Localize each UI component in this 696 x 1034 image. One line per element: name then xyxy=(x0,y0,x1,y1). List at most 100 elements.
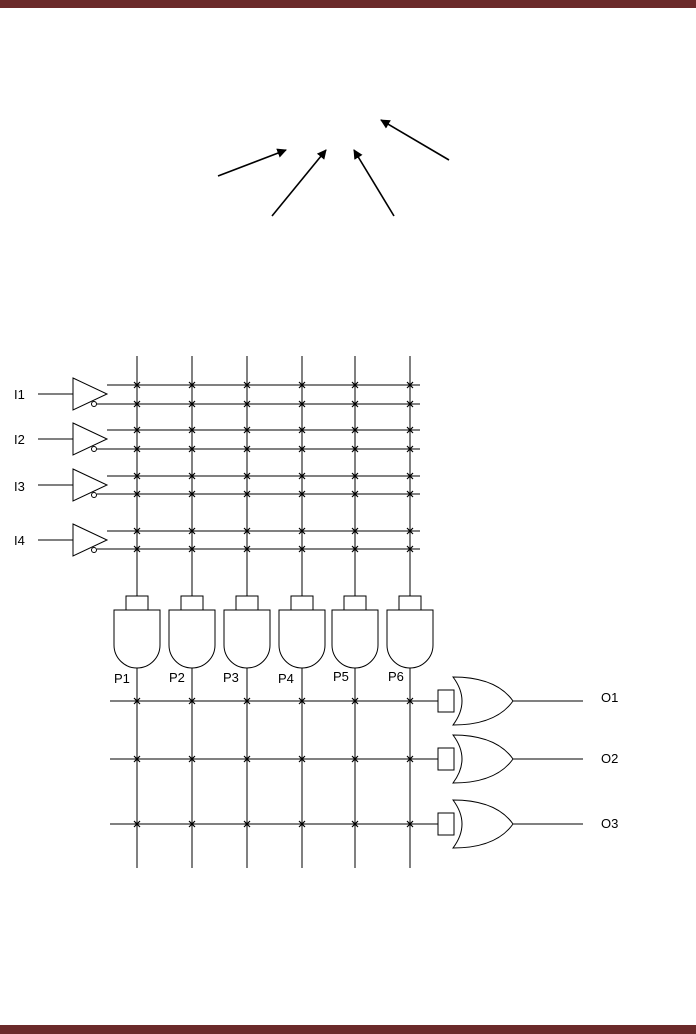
fuse-mark-o1-p6 xyxy=(406,697,414,705)
product-label-p5: P5 xyxy=(333,669,349,684)
fuse-mark-o3-p1 xyxy=(133,820,141,828)
and-gates xyxy=(113,595,434,669)
buffer-triangle-i3 xyxy=(72,468,109,502)
fuse-mark-i4n-p3 xyxy=(243,545,251,553)
fuse-mark-i1-p1 xyxy=(133,381,141,389)
input-labels: I1 I2 I3 I4 xyxy=(14,387,25,548)
fuse-mark-i2-p6 xyxy=(406,426,414,434)
fuse-mark-o1-p4 xyxy=(298,697,306,705)
product-label-p1: P1 xyxy=(114,671,130,686)
product-label-p4: P4 xyxy=(278,671,294,686)
arrow-3 xyxy=(353,149,395,217)
or-gate-o3 xyxy=(452,799,514,849)
and-input-box-p2 xyxy=(180,595,204,611)
fuse-mark-o3-p4 xyxy=(298,820,306,828)
annotation-arrows xyxy=(217,119,450,217)
fuse-mark-i3n-p3 xyxy=(243,490,251,498)
or-gates xyxy=(437,676,583,849)
fuse-mark-i1-p5 xyxy=(351,381,359,389)
fuse-mark-i1n-p2 xyxy=(188,400,196,408)
fuse-mark-i2-p3 xyxy=(243,426,251,434)
buffer-triangle-i1 xyxy=(72,377,109,411)
and-gate-p2 xyxy=(168,609,216,669)
fuse-mark-o3-p2 xyxy=(188,820,196,828)
fuse-mark-i4n-p2 xyxy=(188,545,196,553)
and-input-box-p3 xyxy=(235,595,259,611)
fuse-mark-i3n-p1 xyxy=(133,490,141,498)
or-input-box-o1 xyxy=(437,689,455,713)
fuse-mark-o1-p2 xyxy=(188,697,196,705)
fuse-mark-o1-p1 xyxy=(133,697,141,705)
fuse-mark-o2-p3 xyxy=(243,755,251,763)
fuse-mark-i4-p5 xyxy=(351,527,359,535)
fuse-mark-i3n-p6 xyxy=(406,490,414,498)
fuse-mark-i2n-p2 xyxy=(188,445,196,453)
fuse-marks xyxy=(133,381,414,828)
fuse-mark-i1n-p4 xyxy=(298,400,306,408)
fuse-mark-i2-p2 xyxy=(188,426,196,434)
output-label-o3: O3 xyxy=(601,816,618,831)
fuse-mark-i4n-p4 xyxy=(298,545,306,553)
fuse-mark-i1-p4 xyxy=(298,381,306,389)
bottom-border-bar xyxy=(0,1025,696,1034)
fuse-mark-i4n-p6 xyxy=(406,545,414,553)
fuse-mark-i3-p2 xyxy=(188,472,196,480)
fuse-mark-i1n-p3 xyxy=(243,400,251,408)
fuse-mark-o3-p5 xyxy=(351,820,359,828)
product-label-p6: P6 xyxy=(388,669,404,684)
product-labels: P1 P2 P3 P4 P5 P6 xyxy=(114,669,404,686)
invert-bubble-i2 xyxy=(91,446,97,452)
fuse-mark-o3-p3 xyxy=(243,820,251,828)
fuse-mark-i1-p6 xyxy=(406,381,414,389)
fuse-mark-i1-p3 xyxy=(243,381,251,389)
fuse-mark-i2-p5 xyxy=(351,426,359,434)
and-input-box-p6 xyxy=(398,595,422,611)
fuse-mark-o1-p5 xyxy=(351,697,359,705)
fuse-mark-o2-p2 xyxy=(188,755,196,763)
and-input-box-p5 xyxy=(343,595,367,611)
fuse-mark-i2n-p5 xyxy=(351,445,359,453)
fuse-mark-i1-p2 xyxy=(188,381,196,389)
fuse-mark-i3n-p2 xyxy=(188,490,196,498)
fuse-mark-i3-p4 xyxy=(298,472,306,480)
fuse-mark-i3-p1 xyxy=(133,472,141,480)
invert-bubble-i3 xyxy=(91,492,97,498)
fuse-mark-i2n-p4 xyxy=(298,445,306,453)
and-gate-p6 xyxy=(386,609,434,669)
input-buffers xyxy=(38,377,109,557)
or-input-box-o2 xyxy=(437,747,455,771)
fuse-mark-i4-p6 xyxy=(406,527,414,535)
or-input-box-o3 xyxy=(437,812,455,836)
and-gate-p4 xyxy=(278,609,326,669)
fuse-mark-i2n-p1 xyxy=(133,445,141,453)
fuse-mark-i3-p3 xyxy=(243,472,251,480)
or-gate-o2 xyxy=(452,734,514,784)
fuse-mark-o1-p3 xyxy=(243,697,251,705)
invert-bubble-i1 xyxy=(91,401,97,407)
input-label-i4: I4 xyxy=(14,533,25,548)
top-border-bar xyxy=(0,0,696,8)
fuse-mark-o2-p6 xyxy=(406,755,414,763)
fuse-mark-o2-p1 xyxy=(133,755,141,763)
fuse-mark-i3n-p4 xyxy=(298,490,306,498)
and-gate-p5 xyxy=(331,609,379,669)
fuse-mark-o2-p5 xyxy=(351,755,359,763)
fuse-mark-i4n-p1 xyxy=(133,545,141,553)
fuse-mark-i2n-p6 xyxy=(406,445,414,453)
fuse-mark-i4n-p5 xyxy=(351,545,359,553)
and-input-box-p4 xyxy=(290,595,314,611)
fuse-mark-i2n-p3 xyxy=(243,445,251,453)
fuse-mark-i1n-p1 xyxy=(133,400,141,408)
input-label-i2: I2 xyxy=(14,432,25,447)
arrow-2 xyxy=(271,149,327,217)
input-label-i3: I3 xyxy=(14,479,25,494)
product-label-p2: P2 xyxy=(169,670,185,685)
buffer-triangle-i2 xyxy=(72,422,109,456)
fuse-mark-i3-p6 xyxy=(406,472,414,480)
fuse-mark-i4-p1 xyxy=(133,527,141,535)
fuse-mark-i2-p4 xyxy=(298,426,306,434)
and-input-box-p1 xyxy=(125,595,149,611)
arrow-1 xyxy=(217,148,287,177)
buffer-triangle-i4 xyxy=(72,523,109,557)
input-label-i1: I1 xyxy=(14,387,25,402)
